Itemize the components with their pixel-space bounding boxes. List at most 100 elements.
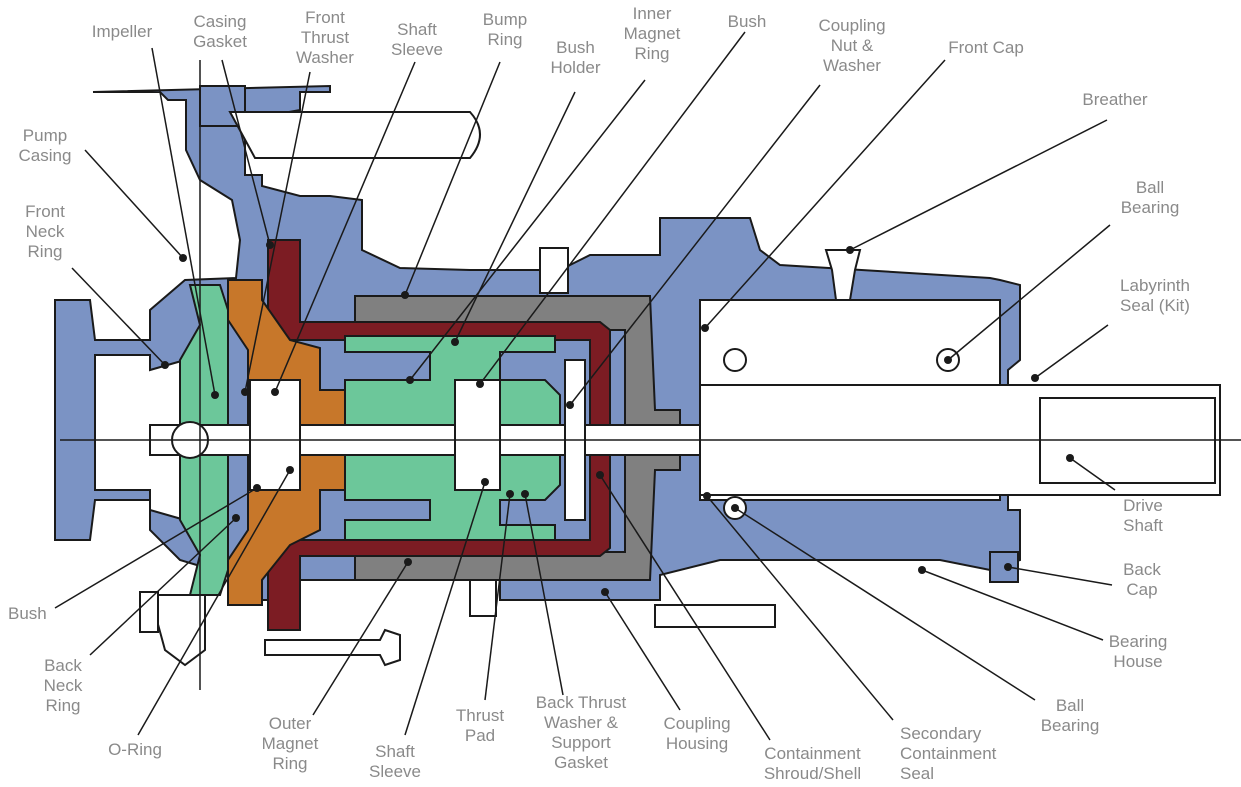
label-bump-ring: Bump Ring bbox=[482, 10, 528, 49]
dot-ball-bearing-top bbox=[944, 356, 952, 364]
leader-bearing-house bbox=[921, 569, 1104, 641]
dot-o-ring bbox=[286, 466, 294, 474]
leader-shaft-sleeve-bottom bbox=[404, 481, 486, 736]
label-impeller: Impeller bbox=[91, 22, 153, 41]
leader-breather bbox=[849, 119, 1108, 251]
dot-inner-magnet-ring bbox=[406, 376, 414, 384]
label-shaft-sleeve-top: Shaft Sleeve bbox=[391, 20, 443, 59]
dot-drive-shaft bbox=[1066, 454, 1074, 462]
dot-coupling-nut bbox=[566, 401, 574, 409]
leader-dots bbox=[161, 241, 1074, 596]
label-containment-shroud: Containment Shroud/Shell bbox=[763, 744, 862, 783]
label-secondary-containment-seal: Secondary Containment Seal bbox=[900, 724, 997, 783]
dot-bearing-house bbox=[918, 566, 926, 574]
label-front-thrust-washer: Front Thrust Washer bbox=[296, 8, 354, 67]
leader-thrust-pad bbox=[484, 493, 511, 701]
leader-casing-gasket bbox=[221, 59, 271, 246]
label-coupling-nut-washer: Coupling Nut & Washer bbox=[818, 16, 886, 75]
dot-ball-bearing-bottom bbox=[731, 504, 739, 512]
bush-front bbox=[249, 379, 301, 491]
dot-casing-gasket bbox=[266, 241, 274, 249]
leader-back-neck-ring bbox=[89, 517, 237, 656]
dot-bush-top bbox=[476, 380, 484, 388]
dot-breather bbox=[846, 246, 854, 254]
leader-inner-magnet-ring bbox=[409, 79, 646, 381]
leader-front-cap bbox=[704, 59, 946, 329]
leader-bush-top bbox=[479, 31, 746, 385]
label-bush-top: Bush bbox=[727, 12, 767, 31]
ball-bearing-front bbox=[723, 348, 747, 372]
label-bush-holder: Bush Holder bbox=[550, 38, 601, 77]
leader-shaft-sleeve-top bbox=[274, 61, 416, 393]
leader-outer-magnet-ring bbox=[312, 561, 409, 716]
label-ball-bearing-bottom: Ball Bearing bbox=[1040, 696, 1100, 735]
label-breather: Breather bbox=[1082, 90, 1148, 109]
label-bush-bottom: Bush bbox=[8, 604, 47, 623]
leader-bush-holder bbox=[454, 91, 576, 343]
leader-coupling-nut bbox=[569, 84, 821, 406]
dot-front-thrust-washer bbox=[241, 388, 249, 396]
leader-pump-casing bbox=[84, 149, 184, 259]
leader-impeller bbox=[151, 47, 216, 396]
bush-back bbox=[454, 379, 501, 491]
label-shaft-sleeve-bottom: Shaft Sleeve bbox=[369, 742, 421, 781]
leader-front-thrust-washer bbox=[244, 71, 311, 393]
dot-bush-bottom bbox=[253, 484, 261, 492]
dot-outer-magnet-ring bbox=[404, 558, 412, 566]
label-pump-casing: Pump Casing bbox=[18, 126, 72, 165]
discharge-pipe bbox=[228, 111, 481, 159]
leader-ball-bearing-top bbox=[947, 224, 1111, 361]
dot-thrust-pad bbox=[506, 490, 514, 498]
dot-pump-casing bbox=[179, 254, 187, 262]
breather bbox=[824, 249, 862, 301]
dot-labyrinth-seal bbox=[1031, 374, 1039, 382]
label-outer-magnet-ring: Outer Magnet Ring bbox=[261, 714, 319, 773]
leader-drive-shaft bbox=[1069, 457, 1116, 491]
label-back-thrust-washer: Back Thrust Washer & Support Gasket bbox=[535, 693, 627, 772]
leader-ball-bearing-bottom bbox=[734, 507, 1036, 701]
leader-bush-bottom bbox=[54, 487, 258, 609]
leader-o-ring bbox=[137, 469, 291, 736]
label-thrust-pad: Thrust Pad bbox=[455, 706, 505, 745]
label-labyrinth-seal: Labyrinth Seal (Kit) bbox=[1120, 276, 1190, 315]
dot-front-cap bbox=[701, 324, 709, 332]
dot-containment-shroud bbox=[596, 471, 604, 479]
housing-bolt-bottom bbox=[469, 579, 497, 617]
dot-bump-ring bbox=[401, 291, 409, 299]
label-front-cap: Front Cap bbox=[948, 38, 1024, 57]
dot-bush-holder bbox=[451, 338, 459, 346]
label-ball-bearing-top: Ball Bearing bbox=[1120, 178, 1180, 217]
label-o-ring: O-Ring bbox=[108, 740, 162, 759]
leader-labyrinth-seal bbox=[1034, 324, 1109, 379]
leader-bump-ring bbox=[404, 61, 501, 296]
leader-back-thrust-washer bbox=[524, 493, 564, 696]
label-front-neck-ring: Front Neck Ring bbox=[25, 202, 65, 261]
label-coupling-housing: Coupling Housing bbox=[663, 714, 731, 753]
label-bearing-house: Bearing House bbox=[1108, 632, 1168, 671]
leader-front-neck-ring bbox=[71, 267, 166, 366]
label-inner-magnet-ring: Inner Magnet Ring bbox=[623, 4, 681, 63]
dot-front-neck-ring bbox=[161, 361, 169, 369]
dot-back-cap bbox=[1004, 563, 1012, 571]
dot-back-neck-ring bbox=[232, 514, 240, 522]
label-casing-gasket: Casing Gasket bbox=[193, 12, 247, 51]
bearing-bolt bbox=[654, 604, 776, 628]
leader-coupling-housing bbox=[604, 591, 681, 711]
foot-bolt bbox=[139, 591, 159, 633]
dot-back-thrust-washer bbox=[521, 490, 529, 498]
dot-secondary-containment-seal bbox=[703, 492, 711, 500]
label-drive-shaft: Drive Shaft bbox=[1123, 496, 1163, 535]
dot-shaft-sleeve-bottom bbox=[481, 478, 489, 486]
lower-bolt bbox=[264, 628, 401, 667]
leader-back-cap bbox=[1007, 566, 1113, 586]
dot-impeller bbox=[211, 391, 219, 399]
dot-coupling-housing bbox=[601, 588, 609, 596]
dot-shaft-sleeve-top bbox=[271, 388, 279, 396]
leader-secondary-containment-seal bbox=[706, 495, 894, 721]
back-cap bbox=[989, 551, 1019, 583]
leader-containment-shroud bbox=[599, 474, 771, 741]
label-back-cap: Back Cap bbox=[1123, 560, 1161, 599]
label-back-neck-ring: Back Neck Ring bbox=[43, 656, 83, 715]
